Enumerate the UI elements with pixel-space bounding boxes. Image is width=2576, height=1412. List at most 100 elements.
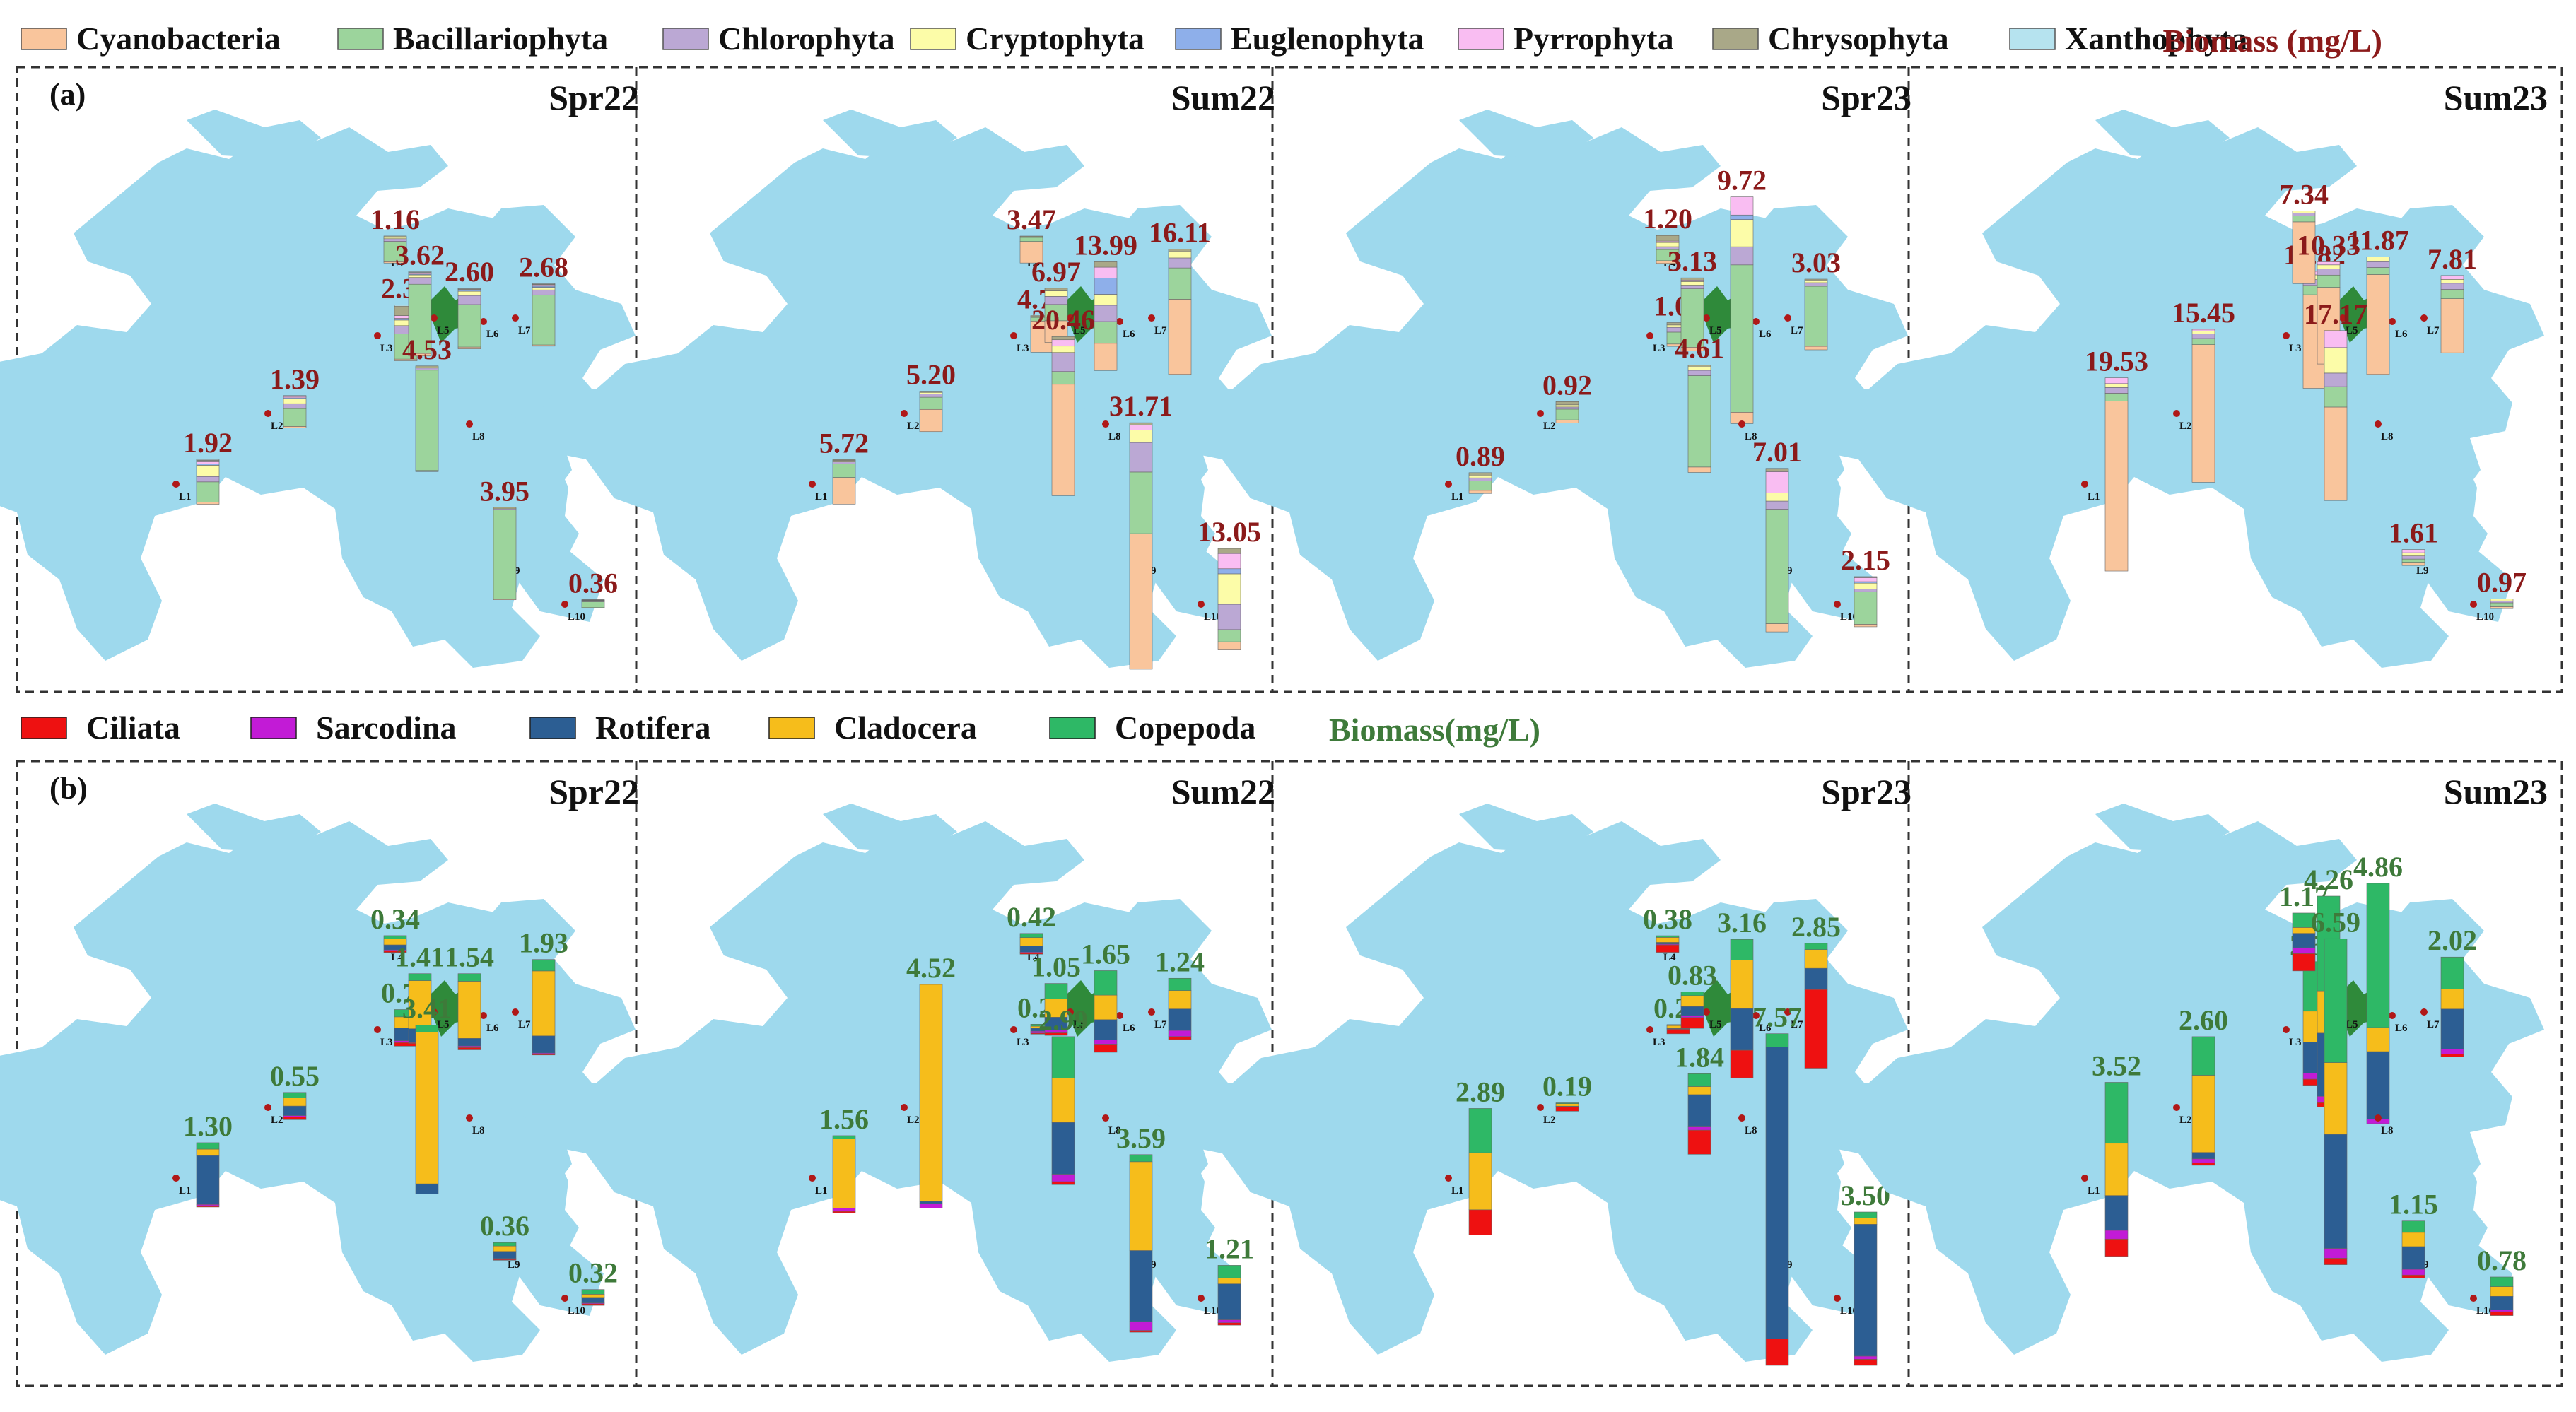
site-label: L7 [1154, 1019, 1167, 1030]
bar-segment [2104, 1143, 2129, 1196]
bar-segment [2440, 956, 2464, 989]
site-marker [2375, 1114, 2382, 1122]
bar-segment [1129, 533, 1153, 670]
bar-value-label: 0.34 [370, 903, 420, 935]
bar-segment [283, 408, 307, 427]
legend-b-item-ciliata: Ciliata [21, 710, 180, 746]
season-title: Sum23 [2444, 78, 2548, 117]
bar-segment [2292, 211, 2316, 213]
bar-segment [1129, 442, 1153, 473]
site-label: L3 [1653, 1037, 1665, 1048]
legend-a-label: Euglenophyta [1231, 20, 1424, 57]
site-marker [2173, 410, 2180, 417]
bar-segment [2317, 261, 2341, 266]
bar-segment [581, 599, 605, 601]
bar-segment [1217, 641, 1241, 650]
bar-segment [283, 1117, 307, 1120]
bar-segment [1730, 960, 1754, 1009]
bar-segment [1687, 370, 1711, 376]
bar-segment [2401, 562, 2425, 566]
bar-segment [581, 1289, 605, 1295]
site-marker [264, 1104, 271, 1111]
bar-segment [1555, 404, 1579, 408]
bar-segment [1854, 582, 1878, 590]
bar-segment [1804, 282, 1828, 287]
site-label: L6 [1759, 1023, 1772, 1034]
bar-segment [2324, 347, 2348, 374]
site-label: L3 [1017, 1037, 1029, 1048]
bar-segment [196, 461, 220, 464]
bar-value-label: 2.99 [1038, 1004, 1088, 1036]
bar-value-label: 1.30 [183, 1110, 233, 1142]
bar-segment [1168, 267, 1192, 300]
lake-map [1169, 804, 1908, 1362]
bar-value-label: 3.52 [2092, 1049, 2141, 1081]
bar-segment [581, 1303, 605, 1306]
bar-value-label: 0.97 [2477, 567, 2527, 599]
bar-segment [1094, 1040, 1118, 1045]
legend-a-label: Chrysophyta [1768, 20, 1949, 57]
site-label: L6 [1123, 1023, 1135, 1034]
site-label: L9 [508, 1259, 520, 1271]
bar-segment [1129, 422, 1153, 425]
bar-segment [919, 408, 943, 433]
bar-segment [1217, 604, 1241, 630]
bar-segment [1217, 1319, 1241, 1324]
bar-segment [532, 970, 556, 1037]
site-label: L2 [271, 420, 283, 432]
site-marker [1834, 1295, 1841, 1302]
site-marker [466, 420, 473, 428]
legend-b-biomass-label: Biomass(mg/L) [1329, 712, 1540, 748]
legend-a-item-bacillariophyta: Bacillariophyta [337, 20, 608, 57]
bar-value-label: 4.26 [2304, 864, 2353, 895]
site-label: L6 [1759, 329, 1772, 340]
bar-segment [196, 465, 220, 477]
bar-segment [2401, 558, 2425, 563]
site-marker [2470, 601, 2477, 608]
bar-segment [457, 1047, 481, 1050]
bar-segment [457, 346, 481, 349]
bar-value-label: 2.89 [1456, 1076, 1505, 1107]
bar-segment [919, 392, 943, 394]
bar-segment [196, 476, 220, 483]
bar-value-label: 11.87 [2347, 225, 2409, 257]
season-title: Sum22 [1171, 78, 1275, 117]
panel-a-tag: (a) [49, 77, 86, 112]
site-marker [2420, 314, 2428, 322]
bar-value-label: 0.19 [1542, 1071, 1592, 1102]
legend-a-swatch [1458, 28, 1504, 50]
bar-segment [532, 959, 556, 972]
bar-value-label: 1.24 [1155, 946, 1205, 977]
site-marker [480, 318, 487, 325]
bar-value-label: 3.03 [1791, 247, 1841, 278]
bar-segment [2324, 1248, 2348, 1259]
site-label: L2 [271, 1114, 283, 1126]
bar-segment [2104, 1230, 2129, 1240]
lake-map [1805, 110, 2544, 668]
bar-segment [1804, 278, 1828, 281]
bar-segment [493, 1251, 517, 1259]
bar-segment [493, 1245, 517, 1252]
bar-segment [493, 507, 517, 509]
bar-segment [1051, 384, 1075, 496]
bar-value-label: 16.11 [1149, 217, 1211, 249]
bar-segment [1217, 573, 1241, 605]
bar-segment [457, 981, 481, 1039]
bar-segment [2191, 1075, 2215, 1153]
site-marker [466, 1114, 473, 1122]
season-title: Sum23 [2444, 772, 2548, 811]
bar-value-label: 3.95 [480, 475, 529, 507]
bar-segment [832, 461, 856, 464]
bar-segment [2292, 221, 2316, 284]
bar-value-label: 9.72 [1717, 165, 1767, 196]
bar-segment [2440, 279, 2464, 284]
bar-segment [1765, 468, 1789, 472]
bar-segment [2440, 298, 2464, 353]
bar-segment [1129, 1154, 1153, 1163]
site-marker [809, 1175, 816, 1182]
site-label: L4 [1663, 952, 1676, 963]
bar-value-label: 1.61 [2389, 517, 2438, 549]
bar-segment [532, 294, 556, 346]
legend-b-swatch [250, 717, 297, 739]
bar-segment [1765, 500, 1789, 510]
